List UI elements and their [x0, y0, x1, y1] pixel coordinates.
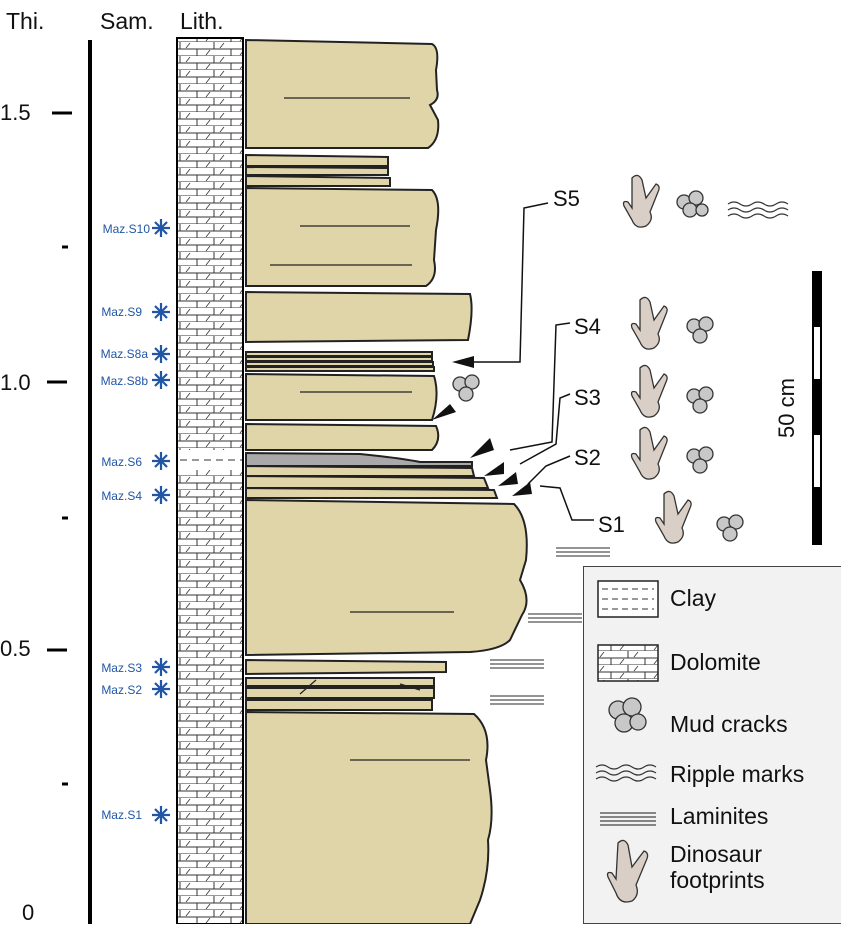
- legend-label-dolomite: Dolomite: [670, 649, 761, 675]
- bed: [246, 176, 390, 186]
- bed: [246, 357, 432, 361]
- ripple-marks-icon: [728, 202, 788, 218]
- bed: [246, 476, 488, 488]
- clay-bed: [246, 453, 472, 466]
- bed: [246, 352, 432, 356]
- dinosaur-footprint-icon: [632, 365, 668, 417]
- legend-label-clay: Clay: [670, 585, 716, 611]
- dinosaur-footprint-icon: [632, 427, 668, 479]
- dinosaur-footprint-icon: [624, 175, 660, 227]
- bed: [246, 40, 438, 148]
- legend-label-mud-cracks: Mud cracks: [670, 711, 788, 737]
- legend-label-dinosaur-footprints: Dinosaur footprints: [670, 841, 820, 893]
- sample-asterisk-icon: [152, 680, 170, 698]
- bed: [246, 688, 434, 698]
- mud-cracks-icon: [687, 387, 713, 413]
- footprint-icons: [624, 175, 692, 543]
- bed: [246, 367, 434, 371]
- dinosaur-footprints-icon: [608, 840, 648, 902]
- bed: [246, 678, 434, 686]
- bed: [246, 188, 438, 286]
- mud-cracks-icon: [609, 698, 646, 732]
- surface-pointers: [470, 203, 594, 520]
- weathering-profile: [246, 40, 527, 924]
- dinosaur-footprint-icon: [656, 491, 692, 543]
- mud-cracks-icon: [677, 191, 708, 217]
- bed: [246, 500, 527, 655]
- lithology-column: [177, 38, 243, 924]
- mud-crack-icons: [453, 191, 743, 541]
- sample-asterisk-icon: [152, 219, 170, 237]
- sample-asterisk-icon: [152, 806, 170, 824]
- sample-asterisk-icon: [152, 371, 170, 389]
- mud-cracks-icon: [717, 515, 743, 541]
- sample-asterisk-icon: [152, 345, 170, 363]
- sample-asterisk-icon: [152, 303, 170, 321]
- legend: Clay Dolomite Mud cracks Ripple marks La…: [583, 566, 841, 924]
- bed: [246, 362, 433, 366]
- sample-asterisk-icon: [152, 486, 170, 504]
- scale-bar: [813, 272, 821, 544]
- bed: [246, 292, 472, 342]
- sample-asterisk-icon: [152, 452, 170, 470]
- dinosaur-footprint-icon: [632, 297, 668, 349]
- mud-cracks-icon: [687, 317, 713, 343]
- bed: [246, 700, 432, 710]
- laminites-icon: [600, 813, 656, 825]
- legend-label-ripple-marks: Ripple marks: [670, 761, 804, 787]
- bed: [246, 660, 446, 674]
- sample-asterisk-icon: [152, 658, 170, 676]
- mud-cracks-icon: [687, 447, 713, 473]
- sample-markers: [152, 219, 170, 824]
- bed: [246, 374, 437, 420]
- bed: [246, 712, 492, 924]
- bed: [246, 488, 497, 498]
- mud-cracks-icon: [453, 375, 479, 401]
- bed: [246, 155, 388, 166]
- legend-label-laminites: Laminites: [670, 803, 768, 829]
- dolomite-pattern-icon: [598, 645, 658, 681]
- bed: [246, 167, 388, 175]
- ripple-marks-icon: [596, 765, 656, 781]
- clay-pattern-icon: [598, 581, 658, 617]
- bed: [246, 424, 438, 450]
- bed: [246, 466, 474, 476]
